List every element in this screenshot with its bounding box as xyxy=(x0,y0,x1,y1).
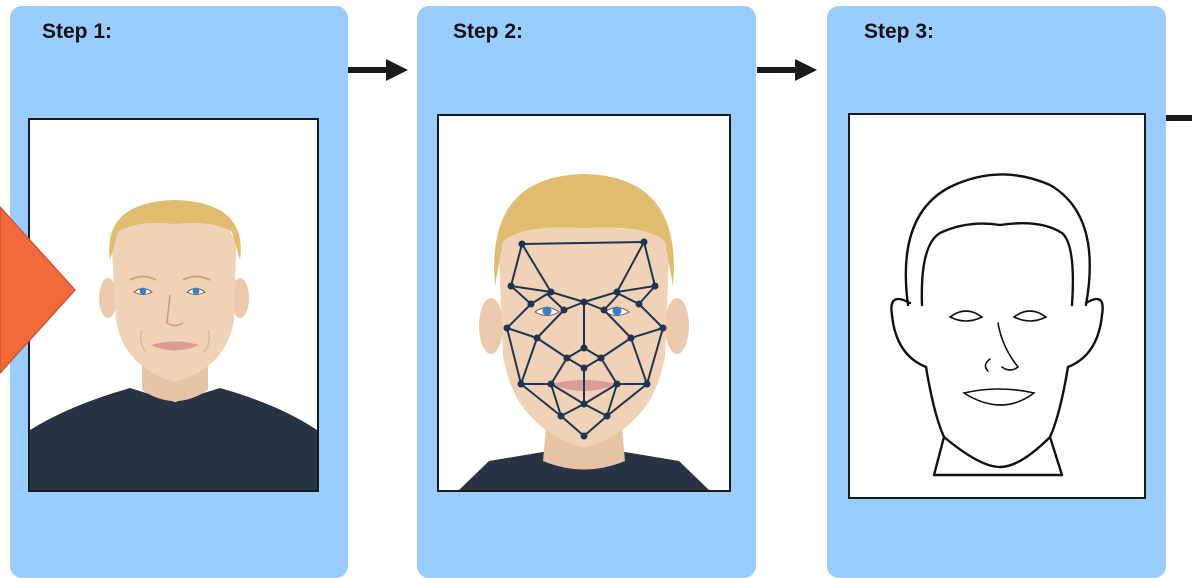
step-1-panel: Step 1: xyxy=(10,6,348,578)
face-line-sketch xyxy=(890,173,1104,477)
arrow-right-icon xyxy=(348,59,408,81)
arrow-right-icon xyxy=(757,59,817,81)
landmark-photo-frame xyxy=(437,114,731,492)
step-2-label: Step 2: xyxy=(453,20,524,43)
face-landmark-mesh xyxy=(459,174,709,490)
step-2-panel: Step 2: xyxy=(417,6,756,578)
sketch-frame xyxy=(848,113,1146,499)
face-photo xyxy=(30,200,317,490)
step-1-label: Step 1: xyxy=(42,20,113,43)
original-photo-frame xyxy=(28,118,319,492)
step-3-panel: Step 3: xyxy=(827,6,1166,578)
step-3-label: Step 3: xyxy=(864,20,935,43)
arrow-continuation-icon xyxy=(1166,115,1192,121)
orange-chevron-shape xyxy=(0,205,77,375)
